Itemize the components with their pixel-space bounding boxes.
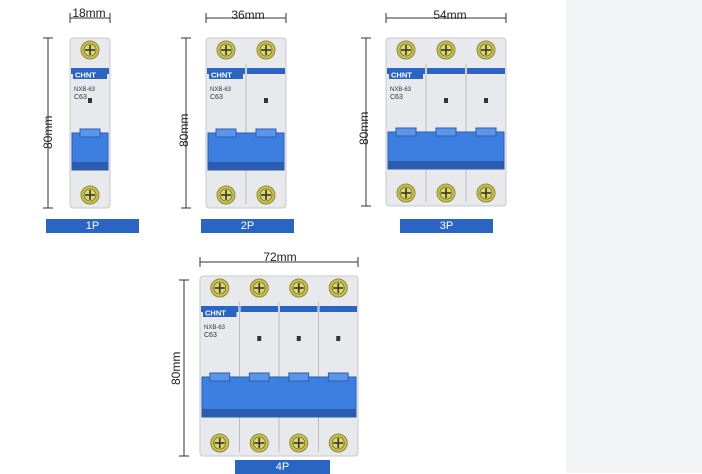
breaker-3p-rating-text: C63 xyxy=(390,94,403,101)
breaker-1p-model-text: NXB-63 xyxy=(74,87,96,93)
width-dimension-label-1p: 18mm xyxy=(72,6,106,20)
breaker-3p-toggle-handle-3 xyxy=(475,127,497,137)
breaker-2p-rating-text: C63 xyxy=(210,94,223,101)
breaker-1p-toggle-handle-1 xyxy=(79,128,101,138)
height-dimension-label-2p: 80mm xyxy=(177,113,191,147)
breaker-3p-toggle-base xyxy=(388,161,504,169)
breaker-3p-toggle-handle-2 xyxy=(435,127,457,137)
breaker-4p-indicator-2 xyxy=(257,336,262,341)
breaker-1p-brand-badge xyxy=(73,69,107,79)
width-dimension-label-4p: 72mm xyxy=(263,250,297,264)
breaker-2p-brand-text: CHNT xyxy=(211,71,232,80)
breaker-1p-indicator-1 xyxy=(88,98,92,103)
breaker-1p-brand-text: CHNT xyxy=(75,71,96,80)
breaker-2p-header-strip-2 xyxy=(247,68,285,74)
breaker-3p-indicator-3 xyxy=(484,98,488,103)
breaker-1p-rating-text: C63 xyxy=(74,94,87,101)
breaker-2p-toggle-handle-2 xyxy=(255,128,277,138)
breaker-4p-toggle-base xyxy=(202,409,356,417)
pole-label-1p: 1P xyxy=(46,219,139,233)
breaker-4p-model-text: NXB-63 xyxy=(204,325,226,331)
breaker-4p-brand-badge xyxy=(203,307,237,317)
breaker-4p-toggle-handle-1 xyxy=(209,372,231,382)
right-background-panel xyxy=(566,0,702,473)
breaker-3p-brand-text: CHNT xyxy=(391,71,412,80)
pole-label-4p: 4P xyxy=(235,460,330,474)
height-dimension-label-3p: 80mm xyxy=(357,111,371,145)
breaker-4p-indicator-4 xyxy=(336,336,341,341)
pole-label-3p: 3P xyxy=(400,219,493,233)
breaker-2p-toggle-handle-1 xyxy=(215,128,237,138)
breaker-3p-header-strip-3 xyxy=(467,68,505,74)
pole-label-2p: 2P xyxy=(201,219,294,233)
breaker-3p-body xyxy=(385,37,507,207)
breaker-1p-toggle-base xyxy=(72,162,108,170)
breaker-4p-rating-text: C63 xyxy=(204,332,217,339)
breaker-2p-brand-badge xyxy=(209,69,243,79)
width-dimension-label-2p: 36mm xyxy=(231,8,265,22)
breaker-4p-header-strip-2 xyxy=(240,306,278,312)
breaker-2p-indicator-2 xyxy=(264,98,268,103)
breaker-4p-toggle-handle-2 xyxy=(248,372,270,382)
breaker-2p-toggle-base xyxy=(208,162,284,170)
breaker-4p-brand-text: CHNT xyxy=(205,309,226,318)
breaker-3p-indicator-2 xyxy=(444,98,448,103)
breaker-3p-model-text: NXB-63 xyxy=(390,87,412,93)
breaker-3p-header-strip-2 xyxy=(427,68,465,74)
breaker-4p-toggle-handle-4 xyxy=(327,372,349,382)
width-dimension-label-3p: 54mm xyxy=(433,8,467,22)
breaker-4p-header-strip-4 xyxy=(319,306,357,312)
height-dimension-label-4p: 80mm xyxy=(169,351,183,385)
breaker-4p-header-strip-3 xyxy=(280,306,318,312)
breaker-4p-toggle-handle-3 xyxy=(288,372,310,382)
breaker-2p-model-text: NXB-63 xyxy=(210,87,232,93)
breaker-1p-body xyxy=(69,37,111,209)
breaker-4p-indicator-3 xyxy=(296,336,301,341)
breaker-3p-brand-badge xyxy=(389,69,423,79)
breaker-3p-toggle-handle-1 xyxy=(395,127,417,137)
